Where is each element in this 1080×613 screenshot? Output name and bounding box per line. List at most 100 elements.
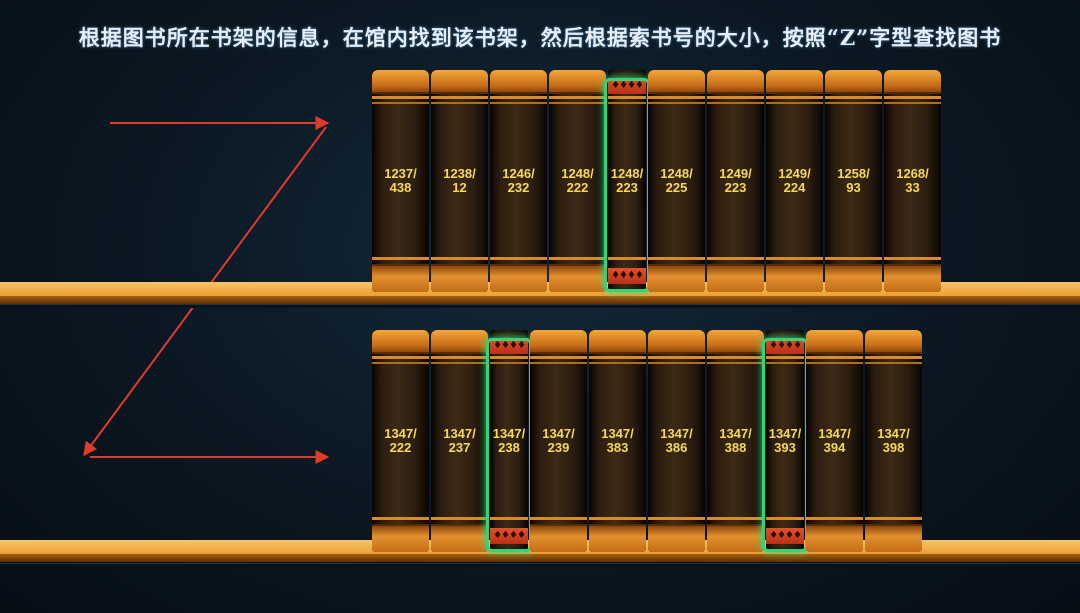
spine-band xyxy=(490,96,547,99)
spine-band xyxy=(766,517,804,520)
call-number-label: 1347/239 xyxy=(542,426,575,455)
spine-band xyxy=(884,257,941,260)
book-spine: 1246/232 xyxy=(490,70,547,292)
spine-band xyxy=(549,102,606,104)
call-number-label: 1248/222 xyxy=(561,166,594,195)
spine-band xyxy=(865,517,922,520)
spine-cap-bottom xyxy=(884,264,941,292)
spine-band xyxy=(431,362,488,364)
spine-cap-bottom xyxy=(648,264,705,292)
spine-band xyxy=(372,356,429,359)
book-spine: ♦♦♦♦♦♦♦♦1347/393 xyxy=(766,330,804,552)
call-number-label: 1347/222 xyxy=(384,426,417,455)
spine-band xyxy=(372,517,429,520)
spine-band xyxy=(806,362,863,364)
book-spine: 1238/12 xyxy=(431,70,488,292)
spine-ornament-bottom: ♦♦♦♦ xyxy=(490,528,528,544)
spine-band xyxy=(825,96,882,99)
call-number-label: 1258/93 xyxy=(837,166,870,195)
spine-band xyxy=(372,96,429,99)
call-number-label: 1347/394 xyxy=(818,426,851,455)
spine-ornament-bottom: ♦♦♦♦ xyxy=(766,528,804,544)
spine-cap-top xyxy=(825,70,882,94)
spine-band xyxy=(490,517,528,520)
spine-band xyxy=(530,356,587,359)
spine-band xyxy=(608,102,646,104)
spine-band xyxy=(372,362,429,364)
call-number-label: 1238/12 xyxy=(443,166,476,195)
spine-band xyxy=(608,257,646,260)
spine-band xyxy=(372,102,429,104)
spine-cap-top xyxy=(648,70,705,94)
book-spine: 1347/388 xyxy=(707,330,764,552)
spine-cap-top xyxy=(865,330,922,354)
spine-cap-top xyxy=(707,70,764,94)
spine-cap-top xyxy=(530,330,587,354)
spine-band xyxy=(372,257,429,260)
shelf-board-front xyxy=(0,296,1080,304)
shelf-shadow xyxy=(0,563,1080,567)
spine-cap-bottom xyxy=(549,264,606,292)
spine-cap-bottom xyxy=(431,264,488,292)
spine-band xyxy=(648,356,705,359)
spine-cap-bottom xyxy=(372,264,429,292)
spine-band xyxy=(431,356,488,359)
call-number-label: 1347/398 xyxy=(877,426,910,455)
spine-band xyxy=(589,517,646,520)
target-book-highlight xyxy=(604,78,650,292)
call-number-label: 1347/386 xyxy=(660,426,693,455)
spine-band xyxy=(431,257,488,260)
book-spine: 1249/223 xyxy=(707,70,764,292)
book-spine: 1258/93 xyxy=(825,70,882,292)
spine-band xyxy=(825,102,882,104)
call-number-label: 1248/225 xyxy=(660,166,693,195)
spine-cap-top xyxy=(490,70,547,94)
spine-band xyxy=(589,356,646,359)
spine-cap-bottom xyxy=(766,264,823,292)
spine-band xyxy=(589,362,646,364)
book-spine: 1347/394 xyxy=(806,330,863,552)
call-number-label: 1248/223 xyxy=(610,166,644,195)
book-spine: 1347/237 xyxy=(431,330,488,552)
spine-band xyxy=(648,517,705,520)
spine-cap-top xyxy=(766,70,823,94)
book-spine: ♦♦♦♦♦♦♦♦1248/223 xyxy=(608,70,646,292)
spine-band xyxy=(648,102,705,104)
spine-cap-bottom xyxy=(372,524,429,552)
call-number-label: 1347/388 xyxy=(719,426,752,455)
spine-cap-top xyxy=(648,330,705,354)
book-spine: 1268/33 xyxy=(884,70,941,292)
spine-band xyxy=(766,356,804,359)
spine-band xyxy=(530,517,587,520)
spine-band xyxy=(766,257,823,260)
spine-band xyxy=(806,356,863,359)
spine-band xyxy=(865,362,922,364)
spine-band xyxy=(530,362,587,364)
call-number-label: 1347/393 xyxy=(768,426,802,455)
spine-band xyxy=(490,362,528,364)
spine-cap-bottom xyxy=(490,264,547,292)
spine-cap-bottom xyxy=(806,524,863,552)
spine-band xyxy=(707,102,764,104)
spine-band xyxy=(648,362,705,364)
book-spine: ♦♦♦♦♦♦♦♦1347/238 xyxy=(490,330,528,552)
spine-cap-bottom xyxy=(648,524,705,552)
spine-band xyxy=(490,356,528,359)
spine-band xyxy=(431,517,488,520)
call-number-label: 1246/232 xyxy=(502,166,535,195)
spine-band xyxy=(766,96,823,99)
spine-band xyxy=(865,356,922,359)
spine-cap-bottom xyxy=(865,524,922,552)
spine-band xyxy=(608,96,646,99)
call-number-label: 1249/224 xyxy=(778,166,811,195)
spine-band xyxy=(431,102,488,104)
call-number-label: 1268/33 xyxy=(896,166,929,195)
spine-cap-bottom xyxy=(530,524,587,552)
spine-band xyxy=(549,257,606,260)
spine-cap-top xyxy=(589,330,646,354)
call-number-label: 1237/438 xyxy=(384,166,417,195)
spine-band xyxy=(490,102,547,104)
spine-band xyxy=(707,96,764,99)
spine-band xyxy=(707,362,764,364)
